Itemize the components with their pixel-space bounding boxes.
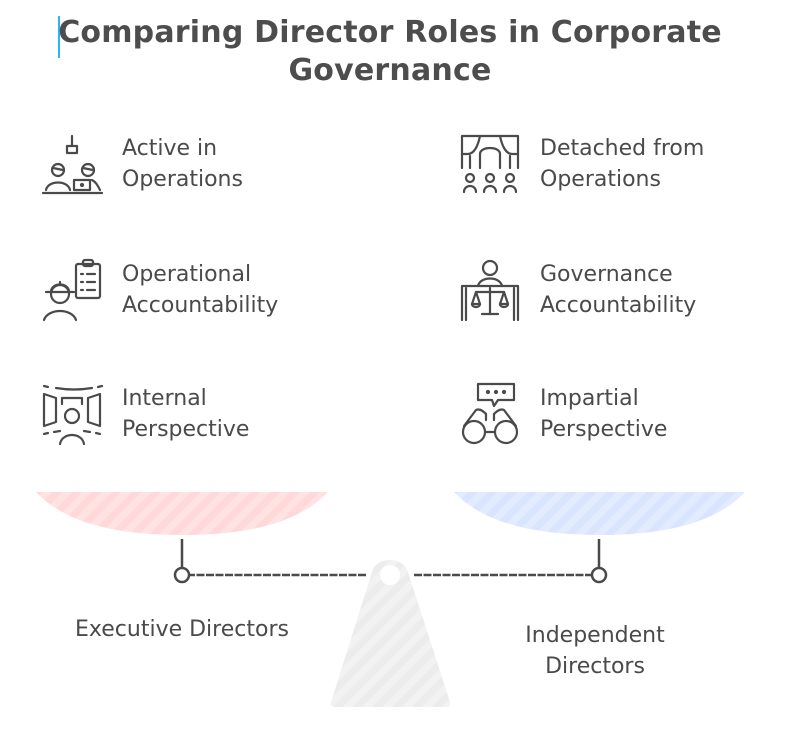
item-label-line-1: Active in (122, 136, 218, 161)
item-label-line-2: Operations (540, 167, 661, 192)
item-label-line-2: Accountability (540, 293, 697, 318)
item-label-line-1: Internal (122, 386, 207, 411)
right-item-impartial-perspective: Impartial Perspective (458, 382, 667, 446)
boardroom-audience-icon (458, 132, 522, 196)
left-item-active-in-operations: Active in Operations (40, 132, 243, 196)
item-label-line-2: Accountability (122, 293, 279, 318)
title-line-1: Comparing Director Roles in Corporate (58, 15, 722, 50)
left-item-operational-accountability: Operational Accountability (40, 258, 278, 322)
binoculars-speech-icon (458, 382, 522, 446)
independent-directors-line-1: Independent (525, 623, 665, 648)
left-scale-pan (36, 492, 328, 535)
item-label-line-2: Perspective (540, 417, 668, 442)
right-scale-pan (454, 492, 745, 535)
executive-directors-text: Executive Directors (75, 617, 289, 642)
item-label-line-2: Perspective (122, 417, 250, 442)
left-item-internal-perspective: Internal Perspective (40, 382, 249, 446)
worker-with-clipboard-icon (40, 258, 104, 322)
item-label-line-2: Operations (122, 167, 243, 192)
person-with-scales-icon (458, 258, 522, 322)
title-line-2: Governance (288, 53, 492, 88)
scale-pivot (380, 565, 400, 585)
independent-directors-label: Independent Directors (470, 620, 720, 682)
team-working-at-desk-icon (40, 132, 104, 196)
item-label-line-1: Impartial (540, 386, 639, 411)
item-label-line-1: Operational (122, 262, 252, 287)
left-beam-joint (173, 566, 191, 584)
right-item-governance-accountability: Governance Accountability (458, 258, 696, 322)
right-beam-joint (590, 566, 608, 584)
person-in-room-perspective-icon (40, 382, 104, 446)
text-cursor (58, 16, 60, 58)
item-label-line-1: Detached from (540, 136, 705, 161)
page-title: Comparing Director Roles in Corporate Go… (40, 14, 740, 90)
scale-stand (330, 560, 451, 707)
item-label-line-1: Governance (540, 262, 673, 287)
executive-directors-label: Executive Directors (52, 614, 312, 645)
independent-directors-line-2: Directors (545, 654, 645, 679)
right-item-detached-from-operations: Detached from Operations (458, 132, 704, 196)
